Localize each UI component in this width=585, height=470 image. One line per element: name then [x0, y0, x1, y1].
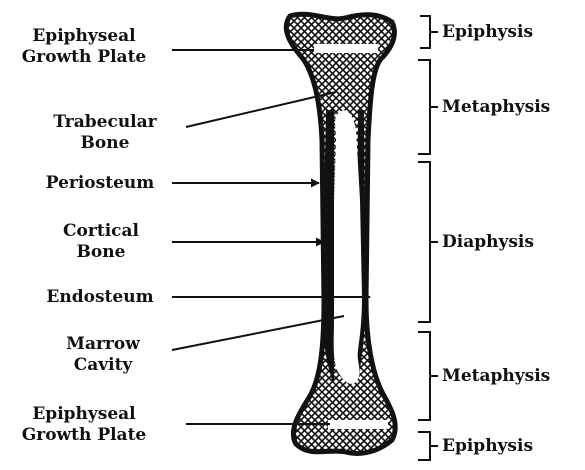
label-epiphyseal-growth-plate-bottom: Epiphyseal Growth Plate [4, 404, 164, 446]
label-metaphysis-bottom: Metaphysis [442, 366, 550, 387]
label-trabecular-bone: Trabecular Bone [38, 112, 172, 154]
label-line: Epiphyseal [4, 404, 164, 425]
label-epiphysis-top: Epiphysis [442, 22, 533, 43]
growth-plate-top [314, 44, 378, 53]
label-endosteum: Endosteum [36, 287, 164, 308]
label-line: Epiphysis [442, 436, 533, 457]
label-line: Bone [38, 133, 172, 154]
bracket-metaphysis-top [418, 60, 438, 154]
label-line: Epiphysis [442, 22, 533, 43]
label-diaphysis: Diaphysis [442, 232, 534, 253]
label-line: Cavity [48, 355, 158, 376]
label-epiphyseal-growth-plate-top: Epiphyseal Growth Plate [4, 26, 164, 68]
bracket-metaphysis-bottom [418, 332, 438, 420]
label-periosteum: Periosteum [34, 173, 166, 194]
growth-plate-bottom [328, 420, 388, 429]
label-line: Metaphysis [442, 97, 550, 118]
label-epiphysis-bottom: Epiphysis [442, 436, 533, 457]
label-line: Metaphysis [442, 366, 550, 387]
bracket-diaphysis [418, 162, 438, 322]
label-line: Epiphyseal [4, 26, 164, 47]
pointer-trabecular-bone [186, 92, 336, 127]
label-marrow-cavity: Marrow Cavity [48, 334, 158, 376]
pointer-marrow-cavity [172, 316, 344, 350]
label-line: Growth Plate [4, 47, 164, 68]
label-line: Cortical [46, 221, 156, 242]
label-metaphysis-top: Metaphysis [442, 97, 550, 118]
label-line: Endosteum [36, 287, 164, 308]
label-cortical-bone: Cortical Bone [46, 221, 156, 263]
label-line: Diaphysis [442, 232, 534, 253]
label-line: Marrow [48, 334, 158, 355]
label-line: Growth Plate [4, 425, 164, 446]
bracket-epiphysis-bottom [418, 432, 438, 460]
label-line: Bone [46, 242, 156, 263]
bracket-epiphysis-top [420, 16, 438, 48]
label-line: Periosteum [34, 173, 166, 194]
label-line: Trabecular [38, 112, 172, 133]
